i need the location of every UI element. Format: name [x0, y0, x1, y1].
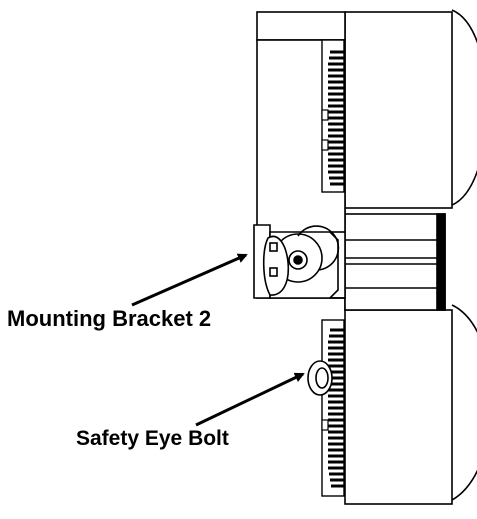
safety-eye-bolt-label: Safety Eye Bolt	[76, 427, 229, 450]
housing-dome	[451, 9, 477, 501]
eye-bolt-arrow	[195, 372, 305, 427]
callout-arrows	[131, 253, 305, 427]
hinge-block	[344, 213, 446, 311]
mounting-bracket-label: Mounting Bracket 2	[7, 306, 212, 331]
cooling-fins-top	[321, 39, 345, 193]
lamp-housing	[344, 11, 453, 505]
safety-eye-bolt	[307, 360, 333, 396]
mounting-bracket-2	[253, 224, 345, 299]
bracket-arrow	[131, 253, 248, 307]
cooling-fins-bottom	[321, 319, 345, 497]
